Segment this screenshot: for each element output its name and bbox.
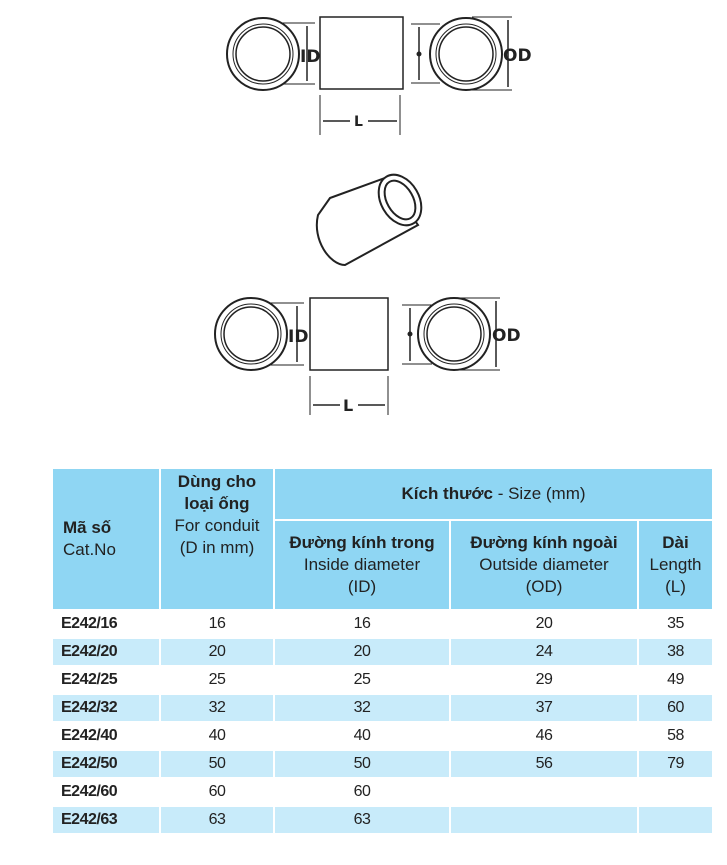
bottom-diagram: ID L OD [214, 297, 521, 415]
cell-inside-diameter: 63 [275, 807, 449, 833]
table-row: E242/60 60 60 [53, 779, 712, 805]
cell-outside-diameter [451, 779, 637, 805]
cell-length: 38 [639, 639, 712, 665]
cell-conduit-size: 40 [208, 727, 226, 744]
cell-length [639, 779, 712, 805]
cell-conduit-size: 20 [161, 639, 273, 665]
coupling-3d-icon [315, 173, 423, 267]
cell-outside-diameter: 29 [535, 671, 553, 688]
cell-conduit-size: 50 [161, 751, 273, 777]
header-size: Kích thước - Size (mm) [275, 469, 712, 519]
cell-cat-no: E242/40 [61, 727, 118, 744]
cell-cat-no: E242/63 [53, 807, 159, 833]
cell-outside-diameter: 20 [535, 615, 553, 632]
cell-length: 49 [667, 671, 684, 688]
cell-length: 60 [639, 695, 712, 721]
svg-text:ID: ID [300, 47, 320, 67]
cell-conduit-size: 32 [161, 695, 273, 721]
cell-conduit-size: 16 [208, 615, 226, 632]
cell-outside-diameter: 46 [535, 727, 553, 744]
cell-cat-no: E242/32 [53, 695, 159, 721]
table-row: E242/16 16 16 20 35 [53, 611, 712, 637]
cell-cat-no: E242/20 [53, 639, 159, 665]
cell-length: 79 [639, 751, 712, 777]
svg-text:OD: OD [492, 326, 521, 346]
svg-text:L: L [343, 396, 353, 415]
cell-outside-diameter: 24 [451, 639, 637, 665]
cell-inside-diameter: 16 [353, 615, 371, 632]
cell-length [639, 807, 712, 833]
cell-inside-diameter: 50 [275, 751, 449, 777]
cell-conduit-size: 63 [161, 807, 273, 833]
cell-outside-diameter: 56 [451, 751, 637, 777]
cell-outside-diameter: 37 [451, 695, 637, 721]
cell-conduit-size: 60 [208, 783, 226, 800]
cell-inside-diameter: 40 [353, 727, 371, 744]
svg-text:ID: ID [288, 327, 308, 347]
cell-length: 58 [667, 727, 684, 744]
cell-cat-no: E242/16 [61, 615, 118, 632]
table-row: E242/40 40 40 46 58 [53, 723, 712, 749]
top-diagram: ID L OD [226, 16, 532, 135]
cell-inside-diameter: 25 [353, 671, 371, 688]
cell-cat-no: E242/60 [61, 783, 118, 800]
table-row: E242/25 25 25 29 49 [53, 667, 712, 693]
cell-cat-no: E242/25 [61, 671, 118, 688]
cell-inside-diameter: 60 [353, 783, 371, 800]
cell-cat-no: E242/50 [53, 751, 159, 777]
cell-length: 35 [667, 615, 684, 632]
product-diagrams: ID L OD ID L OD [214, 16, 532, 415]
cell-inside-diameter: 20 [275, 639, 449, 665]
cell-inside-diameter: 32 [275, 695, 449, 721]
svg-text:OD: OD [503, 46, 532, 66]
cell-conduit-size: 25 [208, 671, 226, 688]
cell-outside-diameter [451, 807, 637, 833]
svg-text:L: L [354, 114, 363, 130]
